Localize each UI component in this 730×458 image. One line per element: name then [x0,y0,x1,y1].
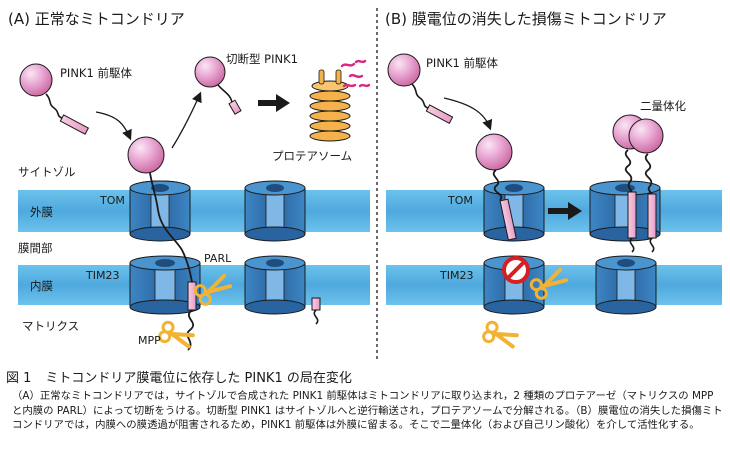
pink1-precursor-label-b: PINK1 前駆体 [426,56,498,70]
pink1-precursor-label-a: PINK1 前駆体 [60,66,132,80]
pink1-localization-diagram: (A) 正常なミトコンドリア サイトゾル 外膜 膜間部 内膜 マトリクス TOM… [8,8,722,362]
tom-label-a: TOM [99,194,125,207]
parl-scissors-icon [193,273,233,306]
inhibition-icon [502,256,530,284]
panel-a-title: (A) 正常なミトコンドリア [8,10,185,28]
figure-number: 図 1 [6,371,32,386]
import-arrow-a [95,111,132,141]
peptide-fragments-icon [340,59,371,88]
figure-caption: 図 1 ミトコンドリア膜電位に依存した PINK1 の局在変化 （A）正常なミトコ… [6,370,724,433]
caption-title-line: 図 1 ミトコンドリア膜電位に依存した PINK1 の局在変化 [6,370,724,387]
pink1-dimer-b [612,114,664,253]
cleaved-pink1-label: 切断型 PINK1 [226,52,298,66]
matrix-label: マトリクス [22,319,79,333]
tim23-label-a: TIM23 [85,269,119,282]
tom-complex-a [129,180,191,242]
intermembrane-space-label: 膜間部 [18,241,53,255]
tom-complex-a-empty [244,180,306,242]
tim23-complex-a-empty [244,255,306,315]
inner-membrane-label: 内膜 [30,279,53,293]
caption-text: （A）正常なミトコンドリアでは，サイトゾルで合成された PINK1 前駆体はミト… [12,390,723,432]
tim23-complex-a [129,255,201,315]
pink1-stalled-b [475,133,517,241]
tom-label-b: TOM [447,194,473,207]
mpp-scissors-b-icon [482,320,519,349]
caption-title: ミトコンドリア膜電位に依存した PINK1 の局在変化 [45,371,352,386]
proteasome-icon [309,69,351,142]
degradation-arrow-a [258,94,290,112]
tim23-complex-b-empty [595,255,657,315]
pink1-precursor-a [19,63,90,135]
tim23-label-b: TIM23 [439,269,473,282]
cleaved-pink1-a [194,56,242,115]
proteasome-label: プロテアソーム [272,149,352,163]
pink1-importing-a [127,136,197,311]
pink1-precursor-b [387,53,454,124]
import-arrow-b [443,97,493,131]
panel-b-title: (B) 膜電位の消失した損傷ミトコンドリア [385,10,667,28]
outer-membrane-a [18,190,370,232]
outer-membrane-label: 外膜 [30,205,53,219]
cytosol-label: サイトゾル [18,165,76,179]
parl-label: PARL [204,252,232,265]
retrotranslocation-arrow-a [171,91,202,149]
dimerization-arrow-b [548,202,582,220]
parl-scissors-b-icon [529,267,569,300]
cleaved-fragment-matrix-a [311,297,321,325]
matrix-presequence-a [186,309,195,351]
dimerization-label: 二量体化 [640,99,686,113]
mpp-label: MPP [138,334,161,347]
tom-complex-b [483,180,545,242]
mpp-scissors-icon [158,320,195,349]
